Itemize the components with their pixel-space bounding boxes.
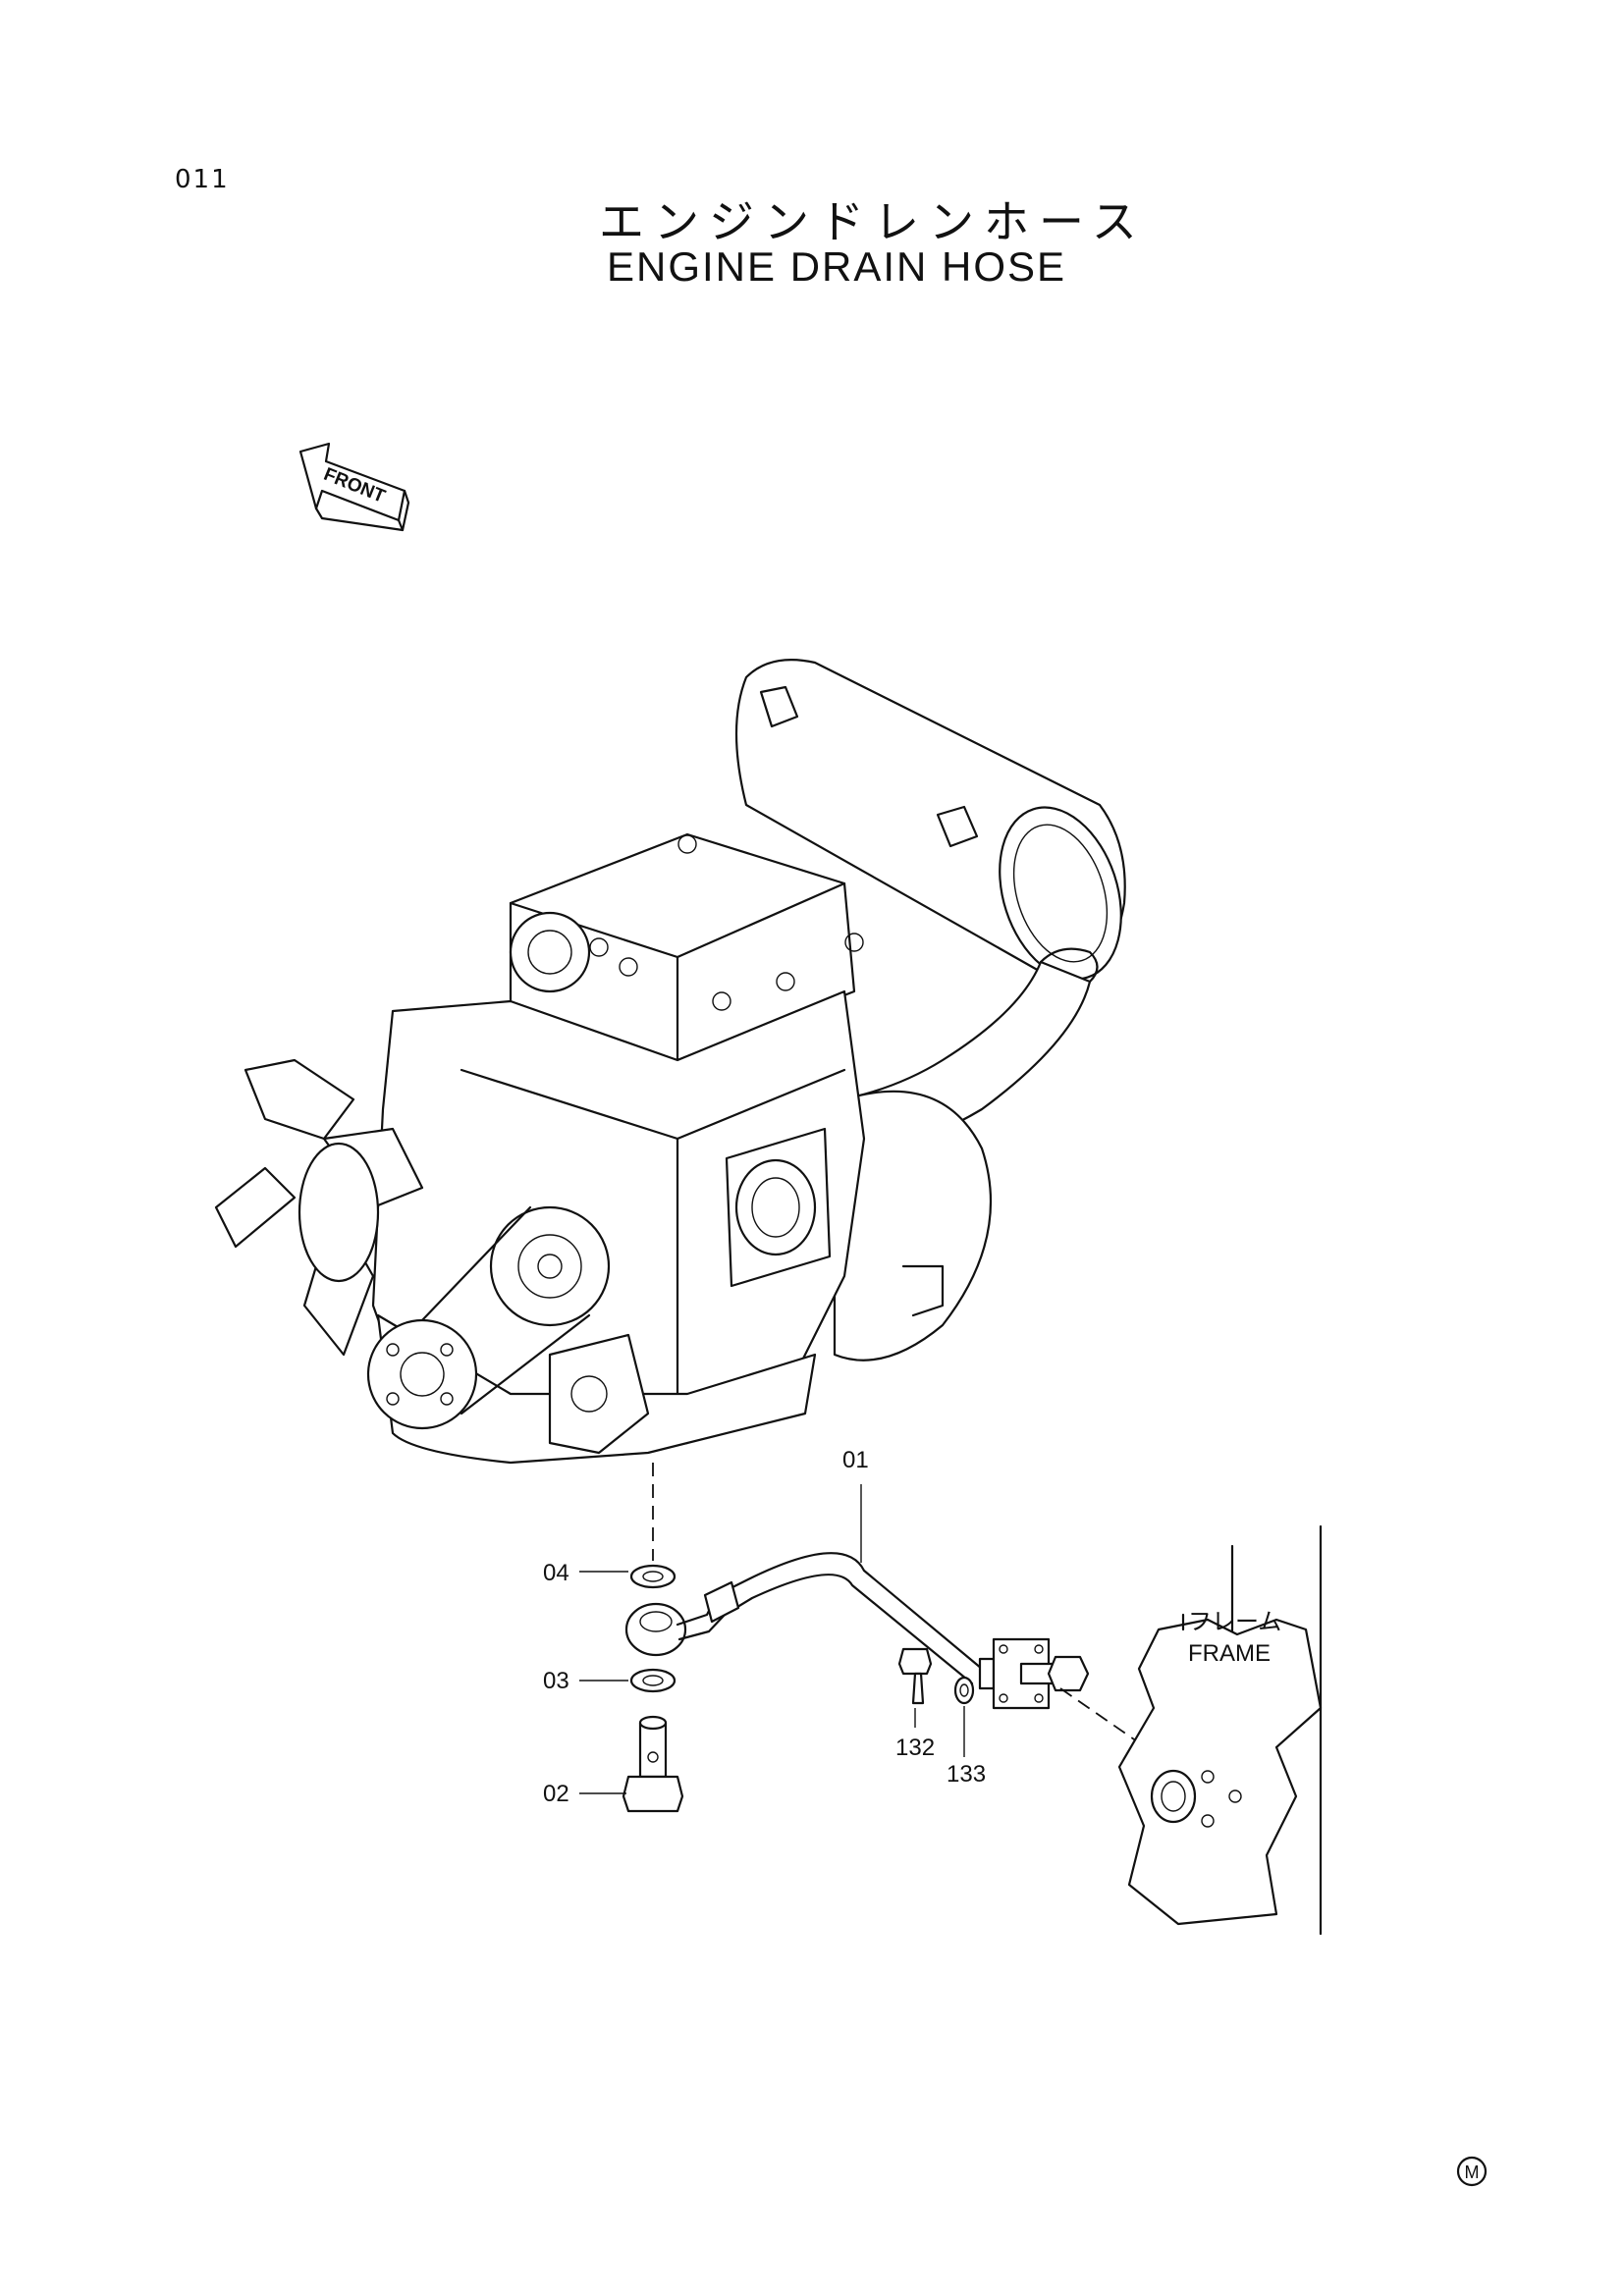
drain-parts (622, 1552, 1189, 1813)
washer-133 (953, 1676, 975, 1705)
callout-03: 03 (543, 1668, 569, 1694)
circled-m-mark: M (1456, 2156, 1488, 2187)
callout-133: 133 (947, 1761, 986, 1788)
frame-label-en: FRAME (1188, 1640, 1271, 1667)
engine-illustration (214, 659, 1126, 1561)
eye-joint (624, 1602, 687, 1657)
callout-04: 04 (543, 1560, 569, 1586)
drain-hose-01 (676, 1552, 1189, 1778)
drain-bolt-02 (622, 1715, 684, 1813)
callout-02: 02 (543, 1781, 569, 1807)
callout-132: 132 (895, 1735, 935, 1761)
mark-letter: M (1465, 2163, 1480, 2182)
page-id: 011 (175, 165, 230, 194)
washer-03 (629, 1668, 677, 1693)
front-arrow-icon: FRONT (298, 442, 410, 532)
title-english: ENGINE DRAIN HOSE (607, 243, 1067, 290)
frame-label-jp: フレーム (1188, 1609, 1281, 1635)
cooling-fan (214, 1058, 424, 1357)
title-japanese: エンジンドレンホース (599, 195, 1147, 248)
muffler (734, 659, 1126, 981)
washer-04 (629, 1564, 677, 1589)
callout-leaders (579, 1484, 965, 1794)
callout-01: 01 (842, 1447, 869, 1473)
frame-illustration (1117, 1524, 1323, 1936)
bolt-132 (897, 1647, 933, 1705)
